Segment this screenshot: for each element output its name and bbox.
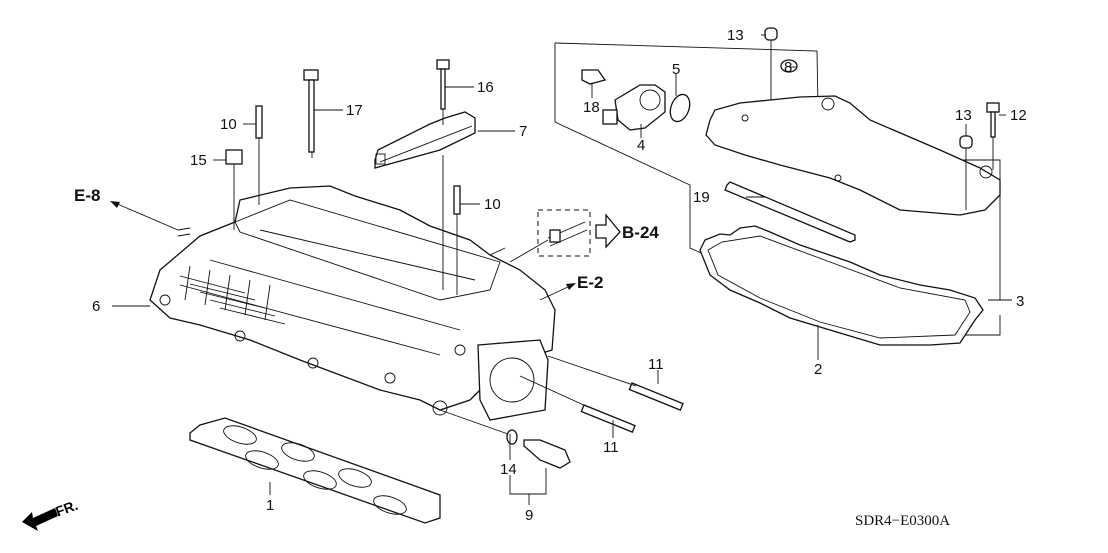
callout-12[interactable]: 12 xyxy=(1010,107,1027,124)
cover-plate xyxy=(705,95,1001,216)
reference-b24[interactable]: B-24 xyxy=(622,223,659,242)
callout-14[interactable]: 14 xyxy=(500,461,517,478)
actuator-4 xyxy=(602,84,666,131)
cover-gasket-3 xyxy=(699,225,984,346)
callout-9[interactable]: 9 xyxy=(525,507,534,524)
callout-13-right[interactable]: 13 xyxy=(955,107,972,124)
stud-10b xyxy=(453,185,461,215)
callout-18[interactable]: 18 xyxy=(583,99,600,116)
stud-11b xyxy=(580,404,636,433)
reference-e2[interactable]: E-2 xyxy=(577,273,604,292)
callout-11-upper[interactable]: 11 xyxy=(648,356,664,373)
bolt-18 xyxy=(581,69,607,85)
stud-11a xyxy=(628,382,684,411)
callout-10-upper[interactable]: 10 xyxy=(220,116,237,133)
callout-17[interactable]: 17 xyxy=(346,102,363,119)
front-arrow-icon xyxy=(22,508,58,531)
b24-arrow-icon xyxy=(595,213,621,249)
washer-14 xyxy=(506,429,518,445)
bolt-12 xyxy=(986,102,1000,138)
hose-detail xyxy=(509,209,591,263)
bracket-7 xyxy=(374,111,476,169)
manifold-gasket xyxy=(189,417,441,524)
e2-arrow-icon xyxy=(539,283,576,301)
callout-15[interactable]: 15 xyxy=(190,152,207,169)
callout-7[interactable]: 7 xyxy=(519,123,528,140)
callout-5[interactable]: 5 xyxy=(672,61,681,78)
callout-11-lower[interactable]: 11 xyxy=(603,439,619,456)
nut-15 xyxy=(225,149,243,165)
callout-13-upper[interactable]: 13 xyxy=(727,27,744,44)
manifold-ribs xyxy=(179,265,286,325)
stud-10a xyxy=(255,105,263,139)
callout-3[interactable]: 3 xyxy=(1016,293,1025,310)
leader-lines xyxy=(112,34,1012,505)
drawing-code: SDR4−E0300A xyxy=(855,513,951,529)
nut-13a xyxy=(764,27,778,41)
nut-13b xyxy=(959,135,973,149)
bolt-16 xyxy=(436,59,450,110)
callout-2[interactable]: 2 xyxy=(814,361,823,378)
o-ring-5 xyxy=(669,93,691,123)
callout-8[interactable]: 8 xyxy=(784,59,793,76)
callout-19[interactable]: 19 xyxy=(693,189,710,206)
intake-manifold xyxy=(149,185,556,421)
bolt-17 xyxy=(303,69,319,153)
callout-1[interactable]: 1 xyxy=(266,497,275,514)
sensor-9 xyxy=(523,439,571,469)
grommet-8 xyxy=(780,59,798,73)
reference-e8[interactable]: E-8 xyxy=(74,186,101,205)
e8-arrow-icon xyxy=(110,201,179,231)
callout-10-lower[interactable]: 10 xyxy=(484,196,501,213)
callout-16[interactable]: 16 xyxy=(477,79,494,96)
callout-4[interactable]: 4 xyxy=(637,137,646,154)
callout-6[interactable]: 6 xyxy=(92,298,101,315)
